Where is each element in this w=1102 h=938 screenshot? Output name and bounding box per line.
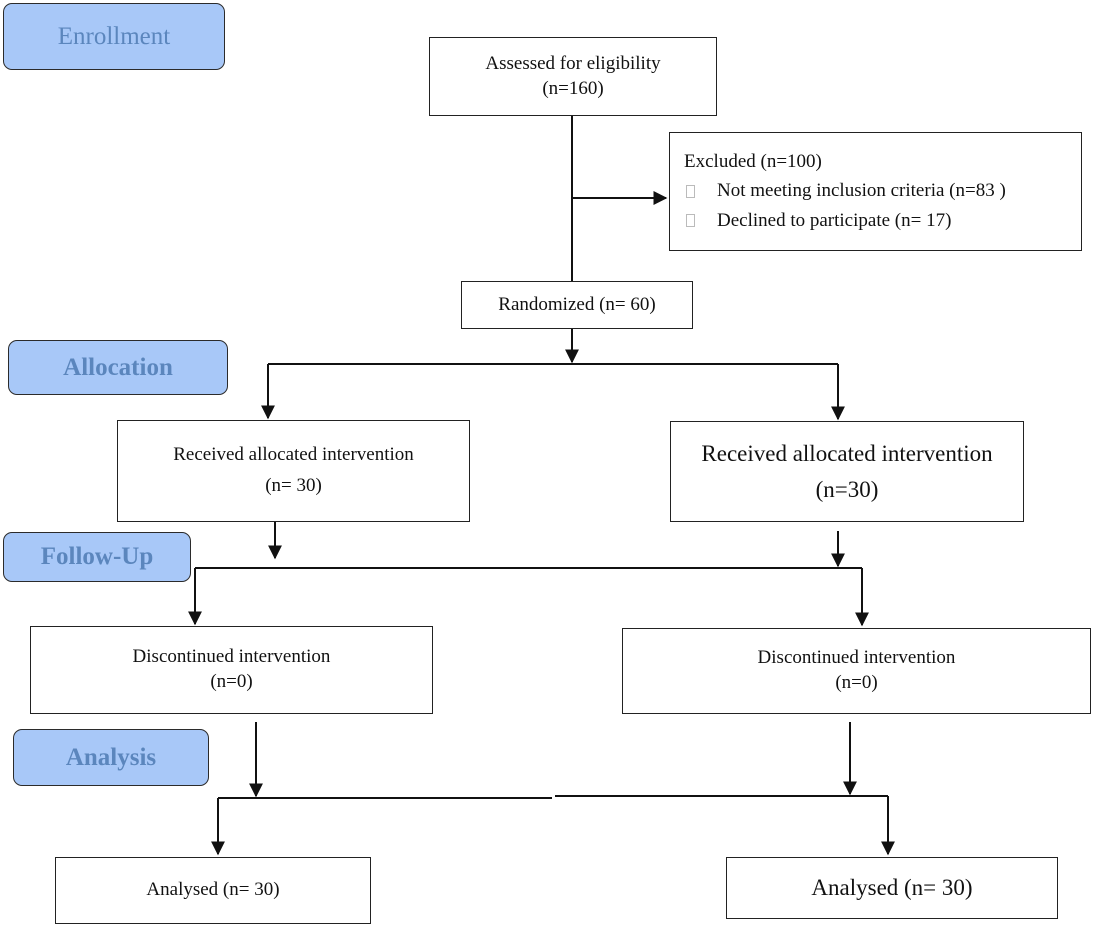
analysed-left-box: Analysed (n= 30) [55, 857, 371, 924]
received-left-label: Received allocated intervention [173, 444, 414, 466]
stage-label-enrollment: Enrollment [3, 3, 225, 70]
stage-label-allocation-text: Allocation [63, 353, 173, 381]
randomized-label: Randomized (n= 60) [498, 293, 656, 315]
received-right-box: Received allocated intervention (n=30) [670, 421, 1024, 522]
stage-label-allocation: Allocation [8, 340, 228, 395]
received-right-count: (n=30) [815, 476, 879, 502]
excluded-box: Excluded (n=100) Not meeting inclusion c… [669, 132, 1082, 251]
stage-label-follow-up-text: Follow-Up [40, 543, 154, 570]
randomized-box: Randomized (n= 60) [461, 281, 693, 329]
excluded-title: Excluded (n=100) [684, 151, 822, 172]
analysed-right-box: Analysed (n= 30) [726, 857, 1058, 919]
discontinued-left-count: (n=0) [210, 671, 253, 692]
excluded-reason-item: Not meeting inclusion criteria (n=83 ) [686, 176, 1006, 205]
bullet-icon [686, 214, 695, 228]
assessed-box: Assessed for eligibility (n=160) [429, 37, 717, 116]
discontinued-left-box: Discontinued intervention (n=0) [30, 626, 433, 714]
received-left-box: Received allocated intervention (n= 30) [117, 420, 470, 522]
excluded-reason-text: Declined to participate (n= 17) [717, 209, 952, 231]
discontinued-left-label: Discontinued intervention [132, 646, 331, 668]
assessed-count: (n=160) [542, 77, 604, 99]
assessed-label: Assessed for eligibility [485, 52, 661, 74]
excluded-reason-text: Not meeting inclusion criteria (n=83 ) [717, 180, 1006, 202]
bullet-icon [686, 184, 695, 198]
discontinued-right-count: (n=0) [835, 672, 878, 693]
stage-label-follow-up: Follow-Up [3, 532, 191, 582]
received-left-count: (n= 30) [265, 475, 322, 496]
excluded-reason-item: Declined to participate (n= 17) [686, 206, 951, 235]
stage-label-analysis-text: Analysis [65, 743, 157, 771]
discontinued-right-label: Discontinued intervention [757, 647, 956, 669]
received-right-label: Received allocated intervention [701, 440, 993, 466]
analysed-right-label: Analysed (n= 30) [811, 875, 973, 901]
stage-label-enrollment-text: Enrollment [57, 22, 171, 50]
analysed-left-label: Analysed (n= 30) [146, 879, 280, 901]
discontinued-right-box: Discontinued intervention (n=0) [622, 628, 1091, 714]
stage-label-analysis: Analysis [13, 729, 209, 786]
